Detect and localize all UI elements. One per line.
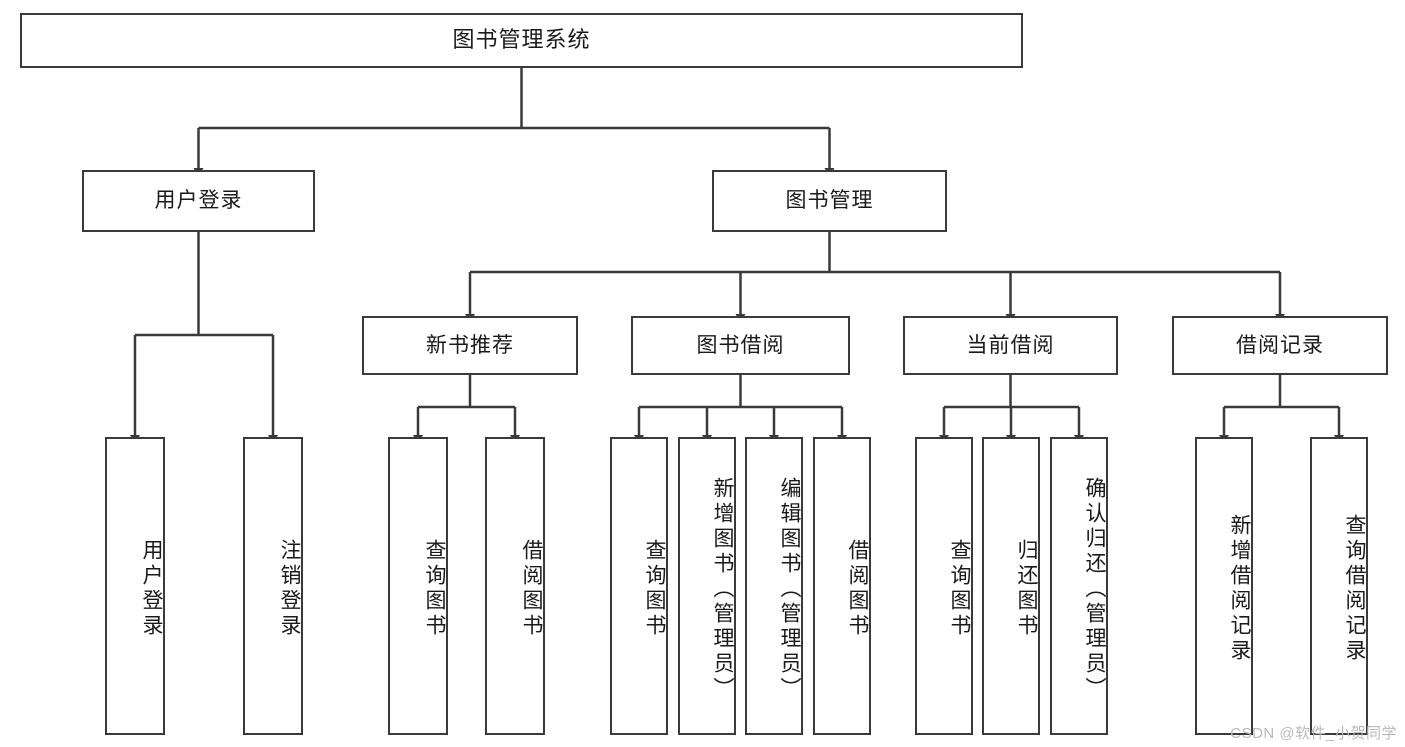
node-leaf-10[interactable]: 确认归还（管理员） — [1050, 437, 1108, 735]
node-leaf-4[interactable]: 查询图书 — [610, 437, 668, 735]
node-leaf-5[interactable]: 新增图书（管理员） — [678, 437, 736, 735]
node-root[interactable]: 图书管理系统 — [20, 13, 1023, 68]
node-leaf-2[interactable]: 查询图书 — [388, 437, 448, 735]
node-leaf-3[interactable]: 借阅图书 — [485, 437, 545, 735]
node-l2-3[interactable]: 借阅记录 — [1172, 316, 1388, 375]
node-l1-0[interactable]: 用户登录 — [82, 170, 315, 232]
node-leaf-0[interactable]: 用户登录 — [105, 437, 165, 735]
node-leaf-6[interactable]: 编辑图书（管理员） — [745, 437, 803, 735]
node-l1-1[interactable]: 图书管理 — [712, 170, 947, 232]
watermark-label: CSDN @软件_小贺同学 — [1230, 725, 1397, 742]
node-leaf-1[interactable]: 注销登录 — [243, 437, 303, 735]
node-leaf-8[interactable]: 查询图书 — [915, 437, 973, 735]
node-leaf-11[interactable]: 新增借阅记录 — [1195, 437, 1253, 735]
node-leaf-7[interactable]: 借阅图书 — [813, 437, 871, 735]
edge-group — [130, 68, 1344, 444]
node-l2-2[interactable]: 当前借阅 — [903, 316, 1118, 375]
node-l2-1[interactable]: 图书借阅 — [631, 316, 850, 375]
node-leaf-9[interactable]: 归还图书 — [982, 437, 1040, 735]
node-leaf-12[interactable]: 查询借阅记录 — [1310, 437, 1368, 735]
node-l2-0[interactable]: 新书推荐 — [362, 316, 578, 375]
